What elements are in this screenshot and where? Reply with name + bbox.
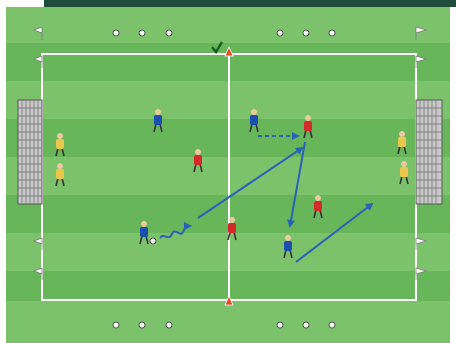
ball-icon	[113, 30, 119, 36]
header-notch	[0, 0, 44, 7]
left-goal-net-icon	[18, 100, 42, 204]
ball-icon	[329, 322, 335, 328]
ball-icon	[303, 322, 309, 328]
ball-icon	[166, 30, 172, 36]
ball-icon	[139, 30, 145, 36]
ball-icon	[277, 322, 283, 328]
ball-icon	[329, 30, 335, 36]
ball-icon	[139, 322, 145, 328]
ball-icon	[166, 322, 172, 328]
ball-icon	[150, 238, 156, 244]
ball-icon	[277, 30, 283, 36]
right-goal-net-icon	[416, 100, 442, 204]
ball-icon	[303, 30, 309, 36]
ball-icon	[113, 322, 119, 328]
header-band	[0, 0, 456, 7]
